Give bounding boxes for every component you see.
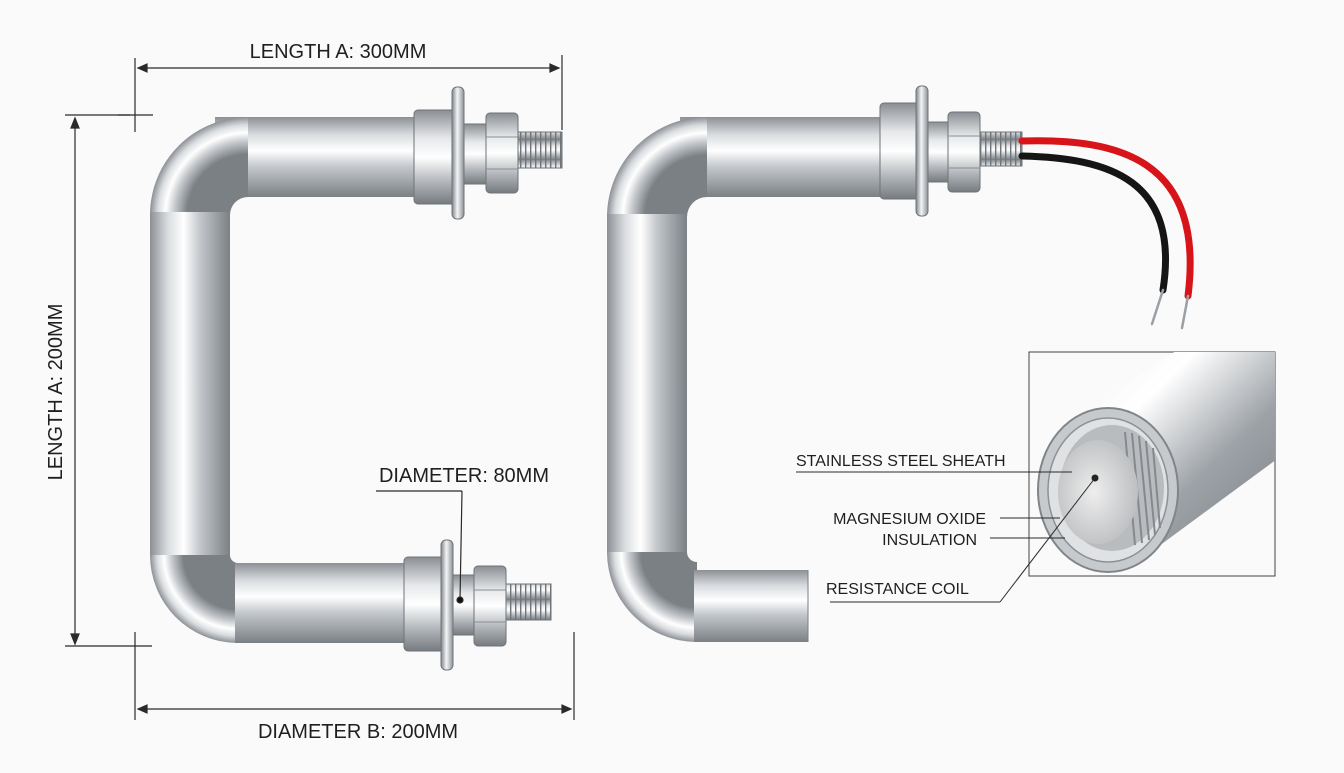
- side-length-label: LENGTH A: 200MM: [45, 304, 67, 481]
- tube-diameter-label: DIAMETER: 80MM: [379, 465, 549, 487]
- right-heating-element: STAINLESS STEEL SHEATH MAGNESIUM OXIDE I…: [607, 85, 1276, 642]
- coil-label: RESISTANCE COIL: [826, 581, 969, 598]
- tube-diameter-callout: [376, 490, 464, 604]
- right-bottom-tube-stub: [694, 570, 808, 642]
- bottom-diameter-label: DIAMETER B: 200MM: [258, 721, 458, 743]
- right-top-fitting: [879, 85, 1023, 217]
- right-bottom-bend: [607, 552, 697, 642]
- inset-callout-lines: [796, 471, 1096, 603]
- right-vertical-tube: [607, 214, 687, 554]
- lead-wires: [1018, 137, 1194, 330]
- top-length-label: LENGTH A: 300MM: [250, 41, 427, 63]
- bottom-diameter-dimension: [134, 632, 575, 720]
- left-vertical-tube: [150, 212, 230, 557]
- insulation-label-line2: INSULATION: [882, 532, 977, 549]
- right-top-tube: [680, 117, 885, 197]
- cross-section-inset: [1028, 351, 1276, 577]
- top-length-dimension: [118, 55, 563, 132]
- insulation-label-line1: MAGNESIUM OXIDE: [833, 511, 986, 528]
- sheath-label: STAINLESS STEEL SHEATH: [796, 453, 1006, 470]
- left-top-fitting: [413, 86, 563, 220]
- red-wire: [1018, 137, 1194, 300]
- side-length-dimension: [65, 114, 152, 647]
- left-bottom-fitting: [403, 539, 552, 671]
- right-top-bend: [607, 117, 707, 217]
- left-bottom-bend: [150, 555, 238, 643]
- left-heating-element: LENGTH A: 300MM LENGTH A: 200MM DIAMETER…: [45, 41, 575, 743]
- left-top-tube: [215, 117, 420, 197]
- left-top-bend: [150, 117, 248, 215]
- black-wire: [1018, 152, 1169, 294]
- left-bottom-tube: [235, 563, 410, 643]
